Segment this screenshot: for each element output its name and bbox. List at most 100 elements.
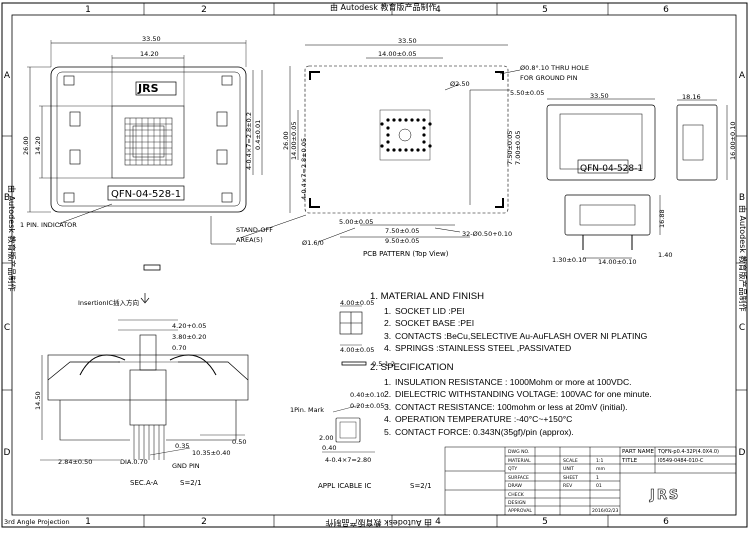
- applicable-ic-view: [322, 305, 375, 453]
- tb-surface: SURFACE: [508, 475, 529, 481]
- section-view: [40, 293, 249, 461]
- ic-size-2: 4.00±0.05: [340, 346, 374, 354]
- top-part-number: QFN-04-528-1: [111, 189, 181, 200]
- pcb-pattern-view: [239, 44, 521, 243]
- tb-scale: 1:1: [596, 458, 603, 464]
- col-label: 1: [85, 5, 91, 15]
- watermark-top: 由 Autodesk 教育版产品制作: [330, 2, 436, 12]
- tb-rev-label: REV: [563, 483, 573, 489]
- tb-rev: 01: [596, 483, 602, 489]
- dim-side-b3: 1.40: [658, 251, 672, 259]
- tb-part-name: TQFN-p0.4-32P(4.0X4.0): [657, 449, 719, 455]
- section-scale: S=2/1: [180, 479, 202, 487]
- row-label: B: [4, 193, 10, 203]
- dim-top-inner-height: 14.20: [34, 136, 42, 155]
- hole-note-1: Ø0.8°.10 THRU HOLE: [520, 64, 589, 72]
- dim-pcb-inner: 14.00±0.05: [378, 50, 417, 58]
- dim-pcb-height: 26.00: [282, 131, 290, 150]
- dim-sec-d4: 14.50: [34, 391, 42, 410]
- dim-pcb-pin-hole: Ø1.6/0: [302, 239, 324, 247]
- col-label: 4: [435, 517, 441, 527]
- notes-item: 4.SPRINGS :STAINLESS STEEL ,PASSIVATED: [384, 343, 572, 354]
- row-label: B: [739, 193, 745, 203]
- dim-side-depth: 18.16: [682, 93, 701, 101]
- notes-text: CONTACTS :BeCu,SELECTIVE Au-AuFLASH OVER…: [395, 330, 648, 341]
- row-label: D: [739, 448, 746, 458]
- notes-text: SOCKET BASE :PEI: [395, 318, 475, 329]
- inner-frame: [11, 14, 737, 516]
- dim-pcb-width: 33.50: [398, 37, 417, 45]
- notes-item: 4.OPERATION TEMPERATURE :-40°C~+150°C: [384, 414, 573, 425]
- notes-section-1: 1. MATERIAL AND FINISH: [370, 291, 485, 302]
- notes-item: 3.CONTACTS :BeCu,SELECTIVE Au-AuFLASH OV…: [384, 330, 648, 341]
- notes-text: SPRINGS :STAINLESS STEEL ,PASSIVATED: [395, 343, 572, 354]
- tb-sheet-label: SHEET: [563, 475, 578, 481]
- row-label: A: [739, 71, 746, 81]
- tb-draw: DRAW: [508, 483, 522, 489]
- dim-sec-d7: 10.35±0.40: [192, 449, 231, 457]
- notes-text: DIELECTRIC WITHSTANDING VOLTAGE: 100VAC …: [395, 389, 652, 400]
- ic-scale: S=2/1: [410, 482, 432, 490]
- standoff-label-2: AREA(5): [236, 236, 263, 244]
- col-label: 1: [85, 517, 91, 527]
- title-block: [444, 446, 737, 516]
- standoff-label-1: STAND-OFF: [236, 226, 273, 234]
- notes-item: 2.DIELECTRIC WITHSTANDING VOLTAGE: 100VA…: [384, 389, 652, 400]
- section-title: SEC.A-A: [130, 479, 158, 487]
- tb-date: 2016/02/23: [592, 508, 619, 514]
- dim-sec-d1: 4.20+0.05: [172, 322, 206, 330]
- tb-title-label: TITLE: [621, 458, 638, 464]
- notes-item: 2.SOCKET BASE :PEI: [384, 318, 475, 329]
- dim-side-height2: 16.88: [658, 209, 666, 228]
- dim-top-height: 26.00: [22, 136, 30, 155]
- col-label: 6: [663, 5, 669, 15]
- dim-pcb-span: 4-0.4×7=2.8±0.05: [300, 138, 308, 200]
- col-label: 4: [435, 5, 441, 15]
- notes-section-2: 2. SPECIFICATION: [370, 361, 454, 373]
- dim-pcb-d5: 9.50±0.05: [385, 237, 419, 245]
- notes-text: INSULATION RESISTANCE : 1000Mohm or more…: [395, 376, 632, 387]
- notes-text: OPERATION TEMPERATURE :-40°C~+150°C: [395, 414, 573, 425]
- side-views: [546, 98, 728, 259]
- row-label: C: [4, 323, 10, 333]
- ic-size-1: 4.00±0.05: [340, 299, 374, 307]
- ic-pin-mark: 1Pin. Mark: [290, 406, 324, 414]
- row-label: C: [739, 323, 745, 333]
- dim-pcb-inner-height: 14.00±0.05: [290, 121, 298, 160]
- pcb-title: PCB PATTERN (Top View): [363, 250, 449, 258]
- tb-title: I0549-0484-010-C: [658, 458, 704, 464]
- dim-sec-d2: 3.80±0.20: [172, 333, 206, 341]
- tb-dwg-no: DWG NO.: [508, 449, 529, 455]
- tb-unit: mm: [596, 467, 605, 472]
- tb-scale-label: SCALE: [563, 458, 578, 464]
- dim-side-width: 33.50: [590, 92, 609, 100]
- dim-pcb-d2: 7.50±0.05: [506, 131, 514, 165]
- col-label: 5: [542, 517, 548, 527]
- pin-indicator-label: 1 PIN. INDICATOR: [20, 221, 77, 229]
- tb-part-name-label: PART NAME: [622, 449, 654, 455]
- tb-logo: JRS: [649, 488, 680, 503]
- dim-sec-d8: 2.84±0.50: [58, 458, 92, 466]
- side-part-number: QFN-04-528-1: [580, 164, 643, 174]
- hole-note-2: FOR GROUND PIN: [520, 74, 578, 82]
- top-view: [27, 40, 263, 245]
- notes-text: SOCKET LID :PEI: [395, 305, 465, 316]
- ic-w2: 0.40: [322, 444, 336, 452]
- dim-sec-d3: 0.70: [172, 344, 186, 352]
- insertion-label: InsertionIC插入方向: [78, 298, 139, 307]
- tb-design: DESIGN: [508, 500, 526, 506]
- projection-label: 3rd Angle Projection: [4, 518, 70, 526]
- tb-check: CHECK: [508, 492, 525, 498]
- ic-height: 0.5-1.2: [372, 360, 395, 368]
- dim-pcb-d1: 5.50±0.05: [510, 89, 544, 97]
- notes-block: 1. MATERIAL AND FINISH 1.SOCKET LID :PEI…: [370, 292, 748, 441]
- notes-item: 3.CONTACT RESISTANCE: 100mohm or less at…: [384, 401, 628, 412]
- dim-top-pitch: 0.4±0.01: [254, 120, 262, 150]
- ic-w: 2.00: [319, 434, 333, 442]
- tb-material: MATERIAL: [508, 458, 531, 464]
- col-label: 5: [542, 5, 548, 15]
- notes-text: CONTACT RESISTANCE: 100mohm or less at 2…: [395, 401, 628, 412]
